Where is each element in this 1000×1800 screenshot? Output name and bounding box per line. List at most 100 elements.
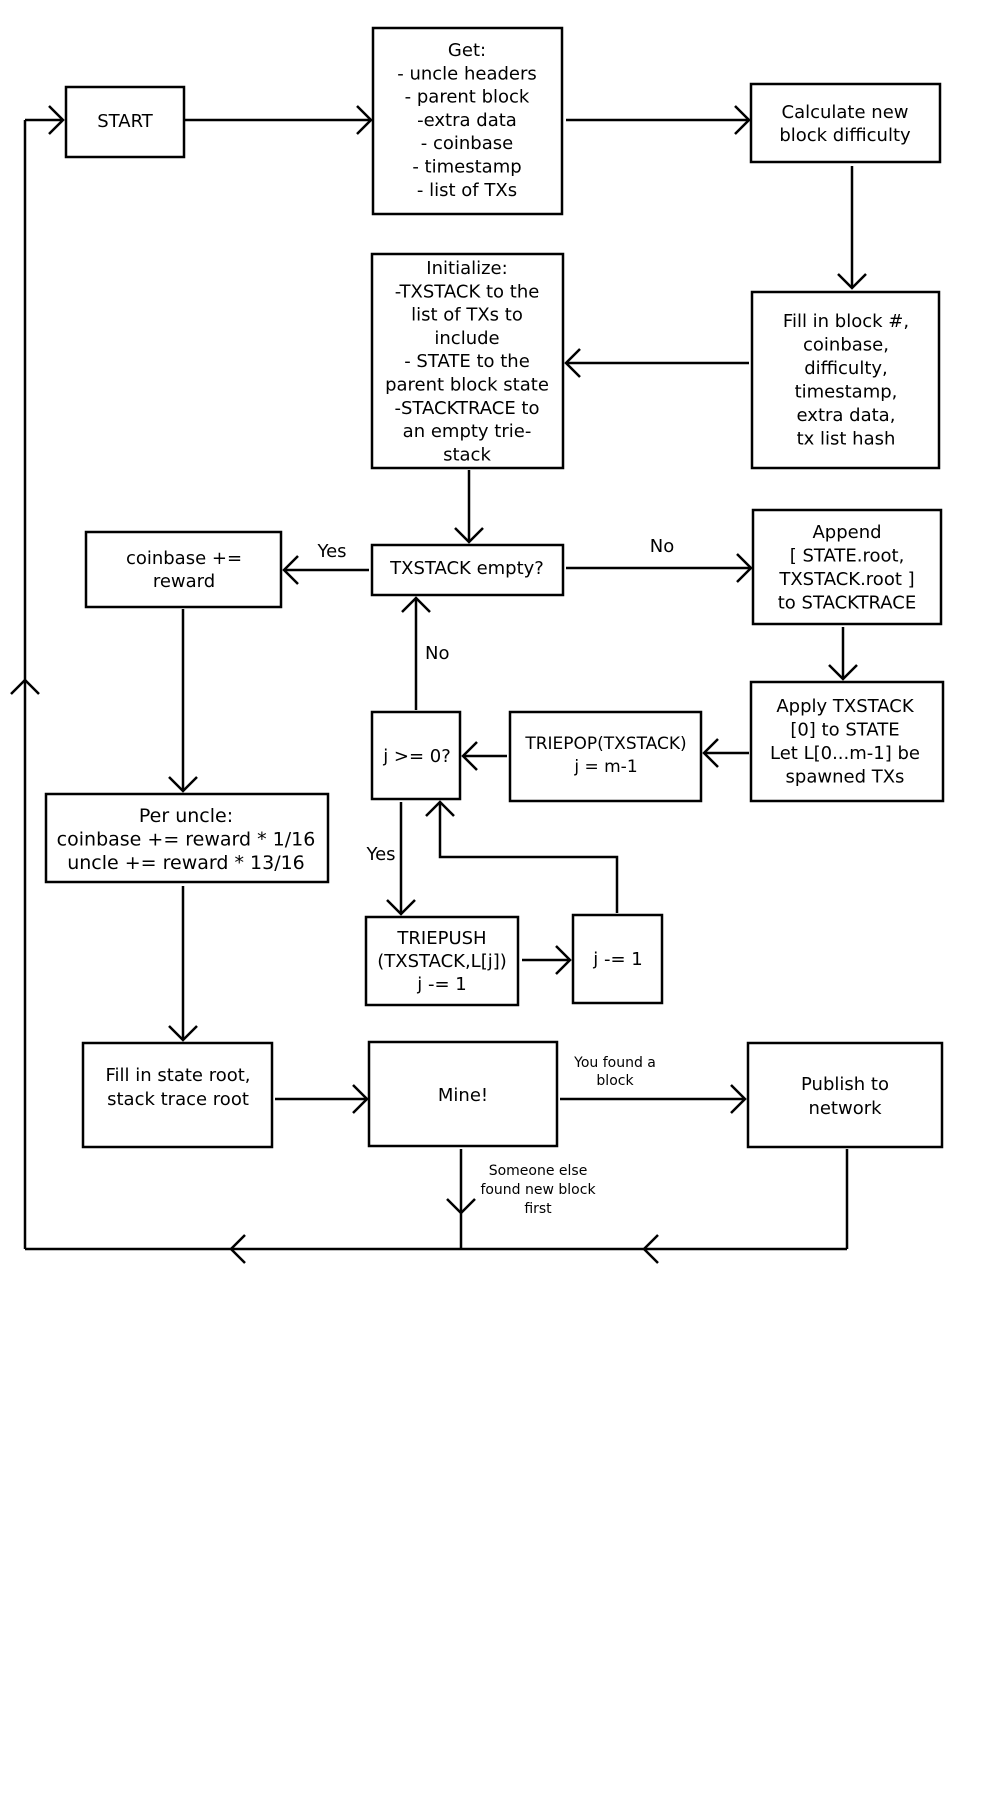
arrowhead-right	[734, 105, 751, 135]
text-line: include	[434, 328, 499, 349]
triepop-box	[508, 710, 703, 803]
arrowhead-down	[386, 899, 416, 916]
get-label: Get:- uncle headers - parent block-extra …	[397, 40, 537, 201]
difficulty-box	[749, 82, 942, 164]
text-line: - STATE to the	[404, 351, 530, 372]
mine-box	[367, 1040, 559, 1148]
arrowhead-down	[828, 664, 858, 681]
text-line: TRIEPOP(TXSTACK)	[524, 734, 686, 754]
text-line: Mine!	[438, 1085, 488, 1106]
text-line: extra data,	[797, 405, 896, 426]
text-line: Someone else	[489, 1163, 588, 1179]
arrowhead-left	[282, 555, 299, 585]
fill-block-label: Fill in block #,coinbase,difficulty,time…	[783, 311, 909, 450]
text-line: Fill in state root,	[105, 1065, 250, 1086]
text-line: [0] to STATE	[790, 720, 899, 741]
arrowhead-left	[642, 1234, 659, 1264]
text-line: Get:	[448, 40, 486, 61]
arrowhead-up	[401, 596, 431, 613]
text-line: TRIEPUSH	[396, 928, 486, 949]
arrowheads	[10, 105, 867, 1264]
text-line: - list of TXs	[417, 180, 517, 201]
arrowhead-right	[730, 1084, 747, 1114]
text-line: coinbase += reward * 1/16	[57, 829, 316, 851]
triepush-label: TRIEPUSH(TXSTACK,L[j])j -= 1	[377, 928, 507, 995]
text-line: -STACKTRACE to	[395, 398, 540, 419]
yes-label: Yes	[316, 541, 346, 562]
arrowhead-right	[48, 105, 65, 135]
text-line: You found a	[573, 1055, 656, 1071]
triepop-label: TRIEPOP(TXSTACK)j = m-1	[524, 734, 686, 777]
no-label: No	[650, 536, 674, 557]
connectors	[23, 118, 854, 1251]
text-line: Append	[812, 522, 881, 543]
text-line: Fill in block #,	[783, 311, 909, 332]
text-line: TXSTACK.root ]	[778, 569, 914, 590]
j-check-label: j >= 0?	[382, 746, 451, 767]
text-line: block difficulty	[779, 125, 911, 146]
arrowhead-right	[555, 945, 572, 975]
text-line: Per uncle:	[139, 805, 233, 827]
arrowhead-left	[461, 741, 478, 771]
arrowhead-left	[229, 1234, 246, 1264]
text-line: coinbase +=	[126, 548, 242, 569]
text-line: j >= 0?	[382, 746, 451, 767]
text-line: reward	[153, 571, 215, 592]
per-uncle-box	[44, 792, 330, 884]
start-label: START	[97, 111, 154, 132]
text-line: stack	[443, 444, 491, 465]
fill-state-box	[81, 1041, 274, 1149]
text-line: - coinbase	[421, 133, 513, 154]
text-line: stack trace root	[107, 1089, 249, 1110]
apply-box	[749, 680, 945, 803]
text-line: (TXSTACK,L[j])	[377, 951, 507, 972]
text-line: Calculate new	[782, 102, 909, 123]
publish-box	[746, 1041, 944, 1149]
text-line: TXSTACK empty?	[389, 558, 544, 579]
text-line: timestamp,	[795, 382, 898, 403]
arrowhead-up	[10, 678, 40, 695]
text-line: Publish to	[801, 1074, 889, 1095]
arrowhead-right	[356, 105, 373, 135]
j-check-box	[370, 710, 462, 801]
j-dec-label: j -= 1	[592, 949, 642, 970]
arrowhead-down	[168, 776, 198, 793]
text-line: an empty trie-	[403, 421, 532, 442]
text-line: j -= 1	[592, 949, 642, 970]
text-line: Apply TXSTACK	[776, 696, 914, 717]
text-line: coinbase,	[803, 335, 889, 356]
append-label: Append [ STATE.root,TXSTACK.root ] to STAC…	[778, 522, 917, 614]
text-line: to STACKTRACE	[778, 593, 917, 614]
text-line: j -= 1	[416, 974, 466, 995]
triepush-box	[364, 915, 520, 1007]
get-box	[371, 26, 564, 216]
arrowhead-left	[564, 348, 581, 378]
text-line: START	[97, 111, 154, 132]
text-line: tx list hash	[797, 429, 896, 450]
text-line: network	[808, 1098, 882, 1119]
publish-label: Publish to network	[801, 1074, 889, 1119]
no-label: No	[425, 643, 449, 664]
mine-label: Mine!	[438, 1085, 488, 1106]
coinbase-reward-label: coinbase +=reward	[126, 548, 242, 592]
arrowhead-down	[837, 273, 867, 290]
text-line: [ STATE.root,	[790, 546, 905, 567]
text-line: -extra data	[417, 110, 517, 131]
text-line: found new block	[480, 1182, 596, 1198]
fill-block-box	[750, 290, 941, 470]
yes-label: Yes	[365, 844, 395, 865]
fill-state-label: Fill in state root, stack trace root	[105, 1065, 250, 1110]
text-line: list of TXs to	[411, 305, 523, 326]
txstack-empty-label: TXSTACK empty?	[389, 558, 544, 579]
coinbase-reward-box	[84, 530, 283, 609]
txstack-empty-box	[370, 543, 565, 597]
arrowhead-down	[168, 1025, 198, 1042]
arrowhead-left	[702, 738, 719, 768]
text-line: Let L[0...m-1] be	[770, 743, 920, 764]
text-line: - uncle headers	[397, 63, 537, 84]
text-line: - parent block	[405, 87, 530, 108]
